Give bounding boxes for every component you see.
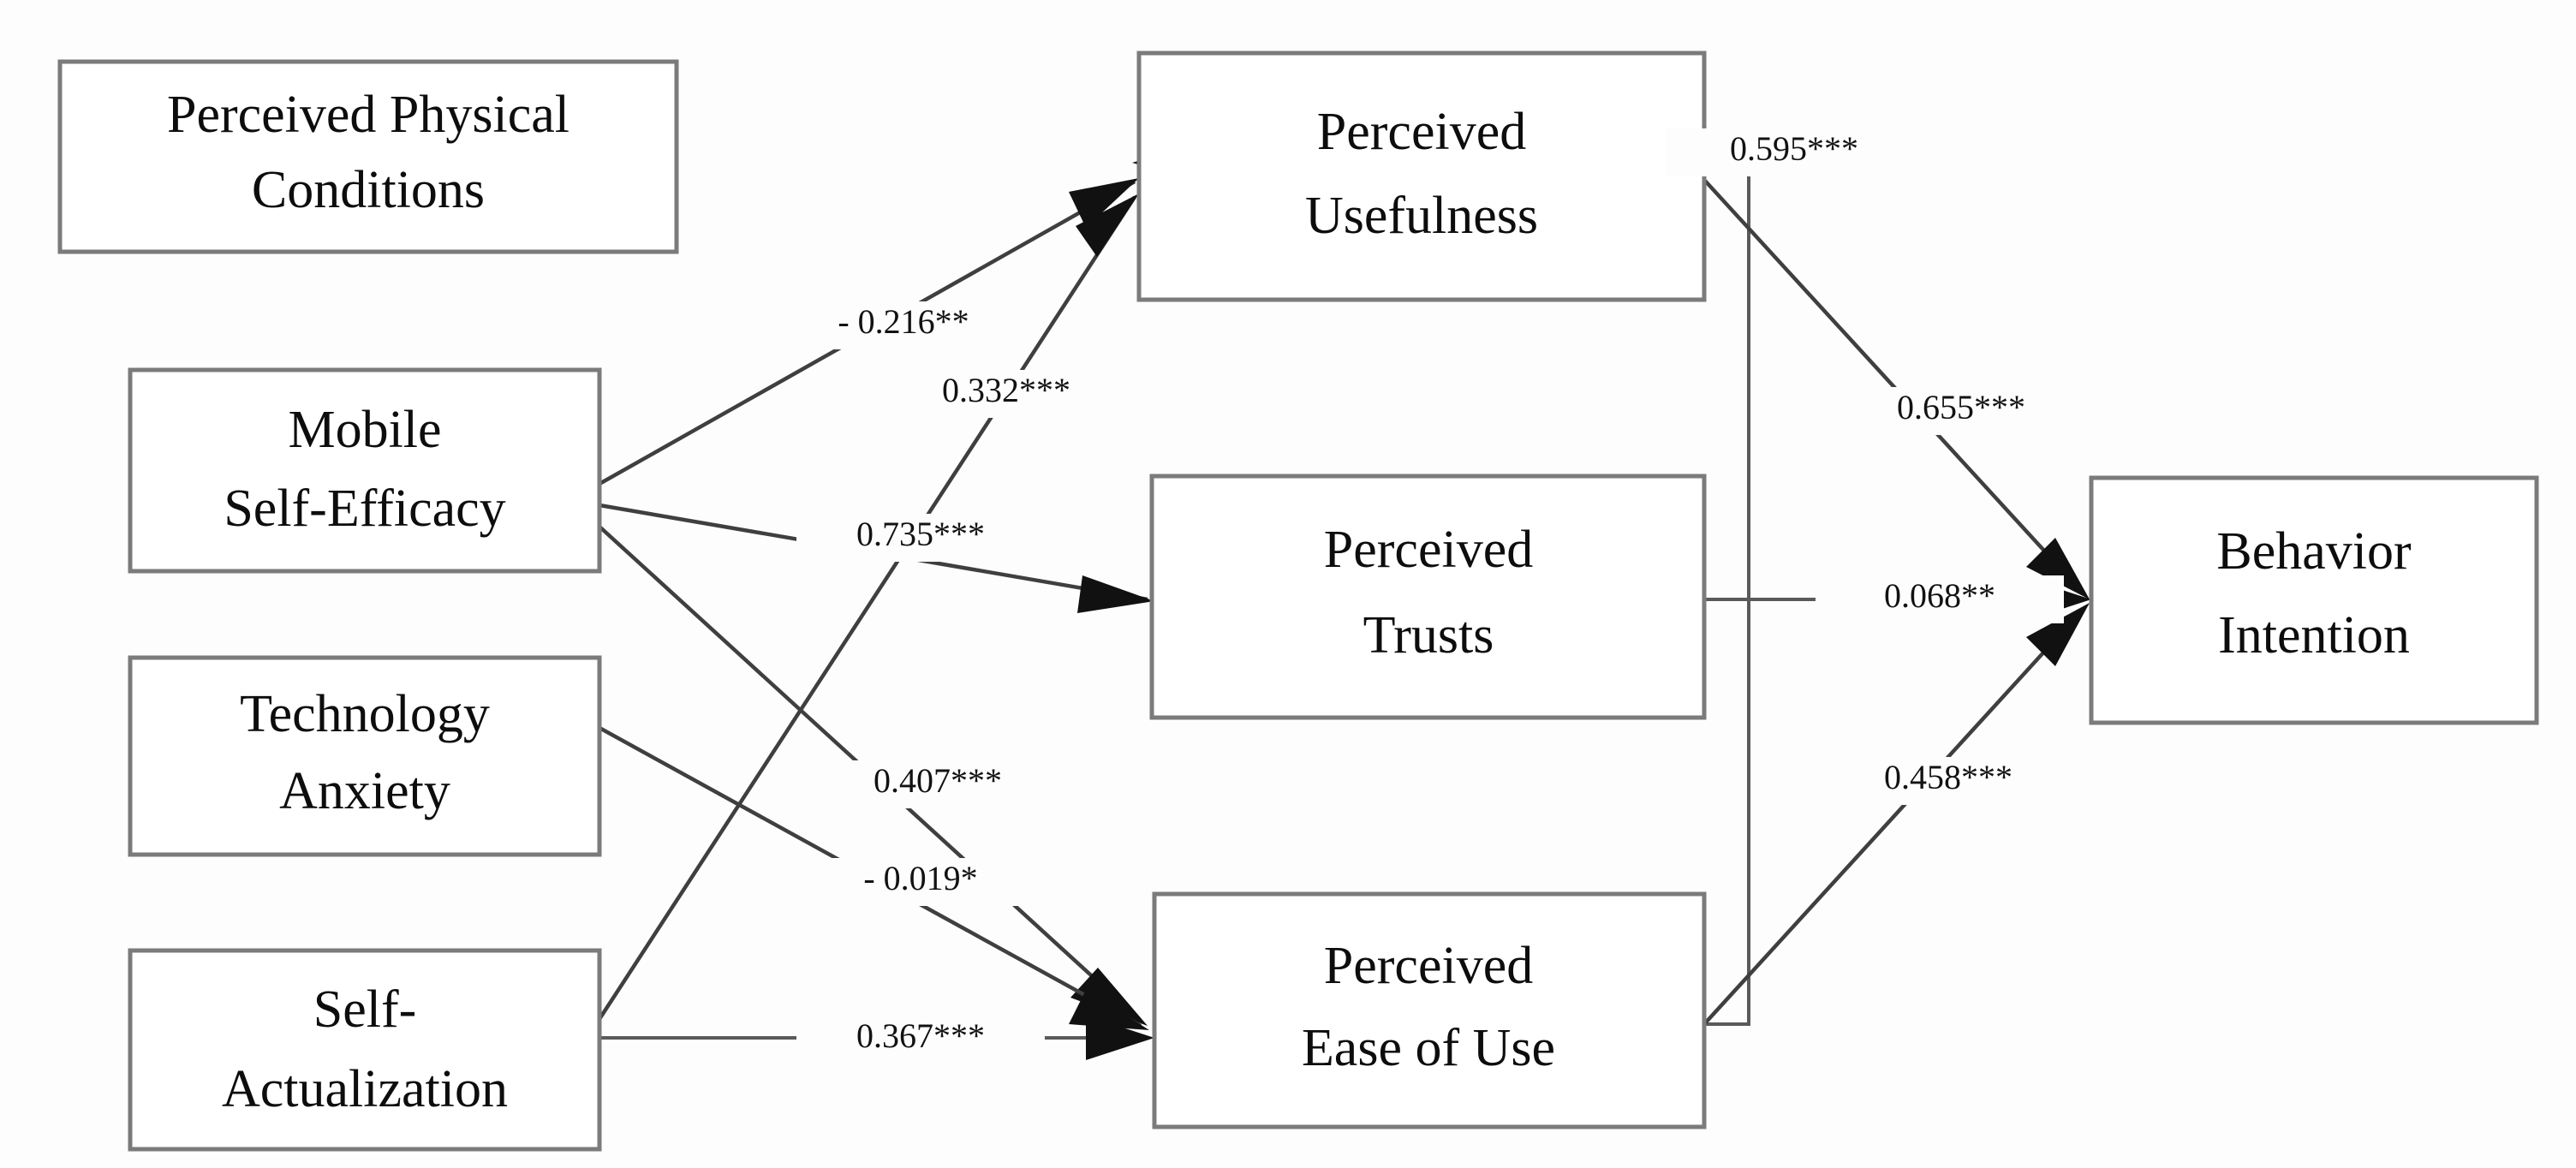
node-label-peou-line2: Ease of Use (1302, 1019, 1555, 1077)
node-behavior-intention[interactable]: Behavior Intention (2089, 475, 2539, 725)
label-bg-peou-bi (1820, 757, 2077, 805)
node-label-ta-line2: Anxiety (279, 762, 450, 820)
label-bg-sa-peou (796, 1016, 1045, 1064)
node-label-pt-line1: Perceived (1324, 521, 1533, 579)
node-label-sa-line1: Self- (313, 980, 417, 1039)
node-label-ppc-line1: Perceived Physical (167, 86, 569, 144)
node-self-actualization[interactable]: Self- Actualization (128, 948, 602, 1152)
node-perceived-physical-conditions[interactable]: Perceived Physical Conditions (57, 59, 679, 254)
node-perceived-usefulness[interactable]: Perceived Usefulness (1136, 51, 1707, 302)
arrowhead-pu-to-bi (2026, 538, 2090, 599)
node-label-bi-line2: Intention (2218, 606, 2410, 664)
coefficient-labels: - 0.216** 0.332*** 0.735*** 0.407*** - 0… (779, 128, 2090, 1064)
node-label-ppc-line2: Conditions (252, 161, 485, 219)
label-bg-sa-pu (882, 370, 1130, 418)
arrowhead-mse-to-pu (1069, 178, 1139, 228)
coef-label-sa-to-peou: 0.367*** (856, 1016, 985, 1055)
arrowhead-sa-to-pu (1076, 194, 1139, 257)
label-bg-mse-pu (779, 301, 1028, 349)
node-perceived-ease-of-use[interactable]: Perceived Ease of Use (1152, 891, 1707, 1129)
node-label-pu-line1: Perceived (1317, 103, 1526, 161)
label-bg-pt-bi (1816, 575, 2064, 623)
coef-label-peou-to-pu: 0.595*** (1730, 129, 1858, 168)
node-label-pt-line2: Trusts (1363, 606, 1494, 664)
node-label-pu-line2: Usefulness (1305, 187, 1538, 245)
arrowhead-mse-to-peou (1070, 968, 1148, 1026)
coef-label-ta-to-peou: - 0.019* (863, 859, 977, 897)
coef-label-mse-to-pt: 0.735*** (856, 515, 985, 553)
arrowhead-mse-to-pt (1077, 575, 1154, 613)
label-bg-ta-peou (796, 858, 1045, 906)
label-bg-mse-pt (796, 514, 1045, 562)
label-bg-peou-pu (1666, 128, 1923, 176)
coef-label-pt-to-bi: 0.068** (1884, 576, 1995, 615)
node-label-mse-line1: Mobile (288, 401, 441, 459)
coef-label-mse-to-pu: - 0.216** (838, 302, 969, 341)
label-bg-pu-bi (1833, 387, 2090, 435)
edge-pu-to-bi (1702, 178, 2090, 599)
coef-label-peou-to-bi: 0.458*** (1884, 758, 2012, 796)
node-label-ta-line1: Technology (240, 685, 490, 743)
node-technology-anxiety[interactable]: Technology Anxiety (128, 655, 602, 857)
coef-label-pu-to-bi: 0.655*** (1897, 388, 2025, 426)
coef-label-peou-to-pu-diag: 0.332*** (942, 371, 1070, 409)
label-bg-mse-peou (814, 760, 1062, 808)
node-mobile-self-efficacy[interactable]: Mobile Self-Efficacy (128, 367, 602, 574)
coef-label-mse-to-peou: 0.407*** (874, 761, 1002, 800)
edge-sa-to-pu (598, 194, 1139, 1021)
arrowhead-sa-to-peou (1086, 1016, 1154, 1060)
node-label-peou-line1: Perceived (1324, 937, 1533, 995)
arrowhead-peou-to-bi (2026, 603, 2090, 666)
node-label-bi-line1: Behavior (2216, 522, 2412, 581)
edge-peou-to-bi (1702, 603, 2090, 1026)
node-perceived-trusts[interactable]: Perceived Trusts (1149, 474, 1707, 720)
node-label-sa-line2: Actualization (222, 1060, 508, 1118)
node-label-mse-line2: Self-Efficacy (224, 480, 505, 538)
